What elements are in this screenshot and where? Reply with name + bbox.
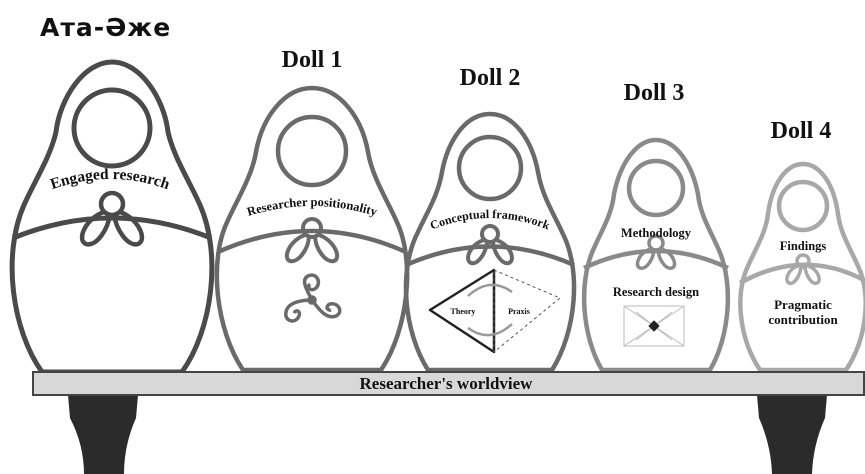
doll-face [456,134,524,202]
doll-4-title: Doll 4 [771,118,832,144]
doll-scarf-line [12,215,212,241]
cycle-arrow-bottom-icon [467,323,513,337]
doll-1 [214,85,410,373]
doll-3-label: Methodology [621,226,692,240]
doll-2 [403,111,577,373]
doll-bow-right [111,209,145,247]
doll-body-outline [403,111,577,373]
doll-3-body-label: Research design [613,285,699,299]
doll-bow-left [284,233,311,264]
theory-praxis-diagram [428,268,561,354]
theory-triangle [428,268,496,354]
theory-label: Theory [451,307,476,316]
doll-1-arc-label: Researcher positionality [245,195,379,219]
doll-knot [795,253,811,269]
doll-knot [480,224,500,244]
praxis-triangle [493,269,561,353]
doll-scarf-line [583,248,729,271]
doll-bow-right [491,238,514,266]
triskele-icon [284,273,342,323]
doll-bow-right [656,247,677,270]
doll-face [71,87,153,169]
doll-scarf-line [738,262,865,285]
doll-2-arc-label: Conceptual framework [428,207,552,233]
doll-4-body-line-1: Pragmatic [774,297,832,312]
doll-3 [581,137,731,373]
doll-bow-right [313,233,340,264]
doll-ata-aje-arc-label: Engaged research [48,166,172,193]
doll-1-title: Doll 1 [282,47,343,73]
shelf-leg-left [68,395,138,474]
doll-body-outline [581,137,731,373]
doll-body-outline [9,59,215,375]
doll-bow-left [466,238,489,266]
research-design-icon [623,305,685,347]
praxis-label: Praxis [508,307,530,316]
doll-knot [647,234,665,252]
doll-3-title: Doll 3 [624,80,685,106]
doll-4-label: Findings [780,239,827,253]
shelf-label: Researcher's worldview [360,374,534,393]
doll-scarf-line [217,228,407,255]
shelf-plank [32,371,865,396]
doll-ata-aje-title: Ата-Әже [40,13,171,42]
doll-knot [98,190,126,218]
doll-face [776,179,830,233]
doll-2-title: Doll 2 [460,65,521,91]
doll-bow-right [803,264,821,285]
doll-face [626,158,686,218]
doll-4-body-line-2: contribution [768,312,838,327]
doll-bow-left [785,264,803,285]
doll-bow-left [79,209,113,247]
doll-face [275,114,349,188]
doll-4 [738,161,865,373]
doll-bow-left [635,247,656,270]
doll-scarf-line [405,244,575,268]
doll-ata-aje [9,59,215,375]
cycle-arrow-top-icon [467,283,513,297]
doll-body-outline [214,85,410,373]
doll-knot [301,217,323,239]
shelf-leg-right [757,395,827,474]
